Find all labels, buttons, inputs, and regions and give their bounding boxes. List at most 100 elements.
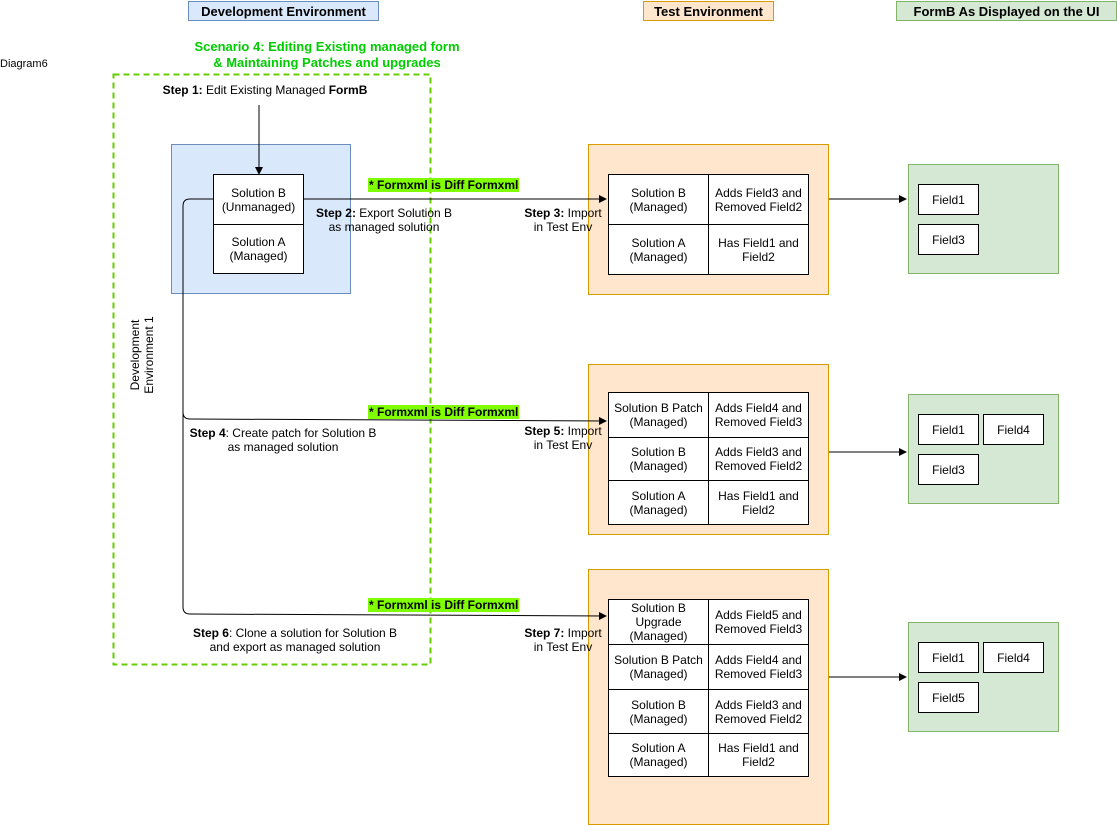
ui2-field1: Field1	[918, 414, 979, 445]
step6-line2: and export as managed solution	[209, 640, 381, 654]
test3-solution-a[interactable]: Solution A(Managed)	[608, 733, 709, 777]
test1-row1-l2: (Managed)	[629, 199, 688, 214]
ui2-field4: Field4	[983, 414, 1044, 445]
step7-line2: in Test Env	[533, 640, 593, 654]
test3-row4-l2: (Managed)	[629, 755, 688, 769]
test2-solution-a[interactable]: Solution A(Managed)	[608, 480, 709, 525]
test2-row2-l1: Solution B	[631, 445, 686, 459]
step4-label: Step 4: Create patch for Solution B as m…	[186, 426, 380, 454]
patch-branch-line	[182, 198, 607, 425]
ui-panel-1	[908, 164, 1059, 274]
test3-row3-d1: Adds Field3 and	[715, 697, 802, 712]
test1-solution-a[interactable]: Solution A(Managed)	[608, 224, 709, 275]
test1-row1-d2: Removed Field2	[714, 199, 803, 214]
test3-row2-d1: Adds Field4 and	[715, 653, 802, 667]
step3-bold: Step 3:	[524, 206, 565, 220]
test3-row1-l1: Solution B	[631, 601, 686, 615]
scenario-title-line2: & Maintaining Patches and upgrades	[213, 55, 441, 70]
step4-bold: Step 4	[189, 426, 226, 440]
ui-header: FormB As Displayed on the UI	[896, 1, 1117, 21]
test2-row2-d2: Removed Field2	[714, 459, 803, 473]
scenario-title: Scenario 4: Editing Existing managed for…	[170, 39, 484, 71]
test3-row1-d2: Removed Field3	[714, 622, 803, 636]
test1-row2-d2: Field2	[742, 249, 775, 264]
clone-branch-line	[182, 412, 607, 620]
ui3-field4: Field4	[983, 642, 1044, 673]
test3-row1-l2: Upgrade	[635, 615, 682, 629]
test2-solution-b[interactable]: Solution B(Managed)	[608, 437, 709, 481]
test1-solution-b[interactable]: Solution B(Managed)	[608, 174, 709, 225]
step6-text: : Clone a solution for Solution B	[228, 626, 398, 640]
test3-row3-l1: Solution B	[631, 697, 686, 712]
ui2-field3: Field3	[918, 454, 979, 485]
dev-solution-a-cell[interactable]: Solution A(Managed)	[213, 224, 304, 274]
test-env-header: Test Environment	[643, 1, 774, 21]
test3-row4-d2: Field2	[742, 755, 775, 769]
dev-env-vertical-label: Development Environment 1	[128, 300, 158, 410]
test3-row2-d2: Removed Field3	[714, 667, 803, 681]
ui-panel-2	[908, 394, 1059, 504]
step7-text: Import	[564, 626, 602, 640]
step2-line2: as managed solution	[328, 220, 440, 234]
diff-note-3: * Formxml is Diff Formxml	[368, 598, 520, 612]
dev-env-header: Development Environment	[188, 1, 379, 21]
test2-row2-d1: Adds Field3 and	[715, 445, 802, 459]
dev-env-boundary	[112, 73, 432, 666]
step4-text: : Create patch for Solution B	[225, 426, 377, 440]
step5-label: Step 5: Import in Test Env	[520, 424, 606, 452]
step3-label: Step 3: Import in Test Env	[520, 206, 606, 234]
dev-solution-b-cell[interactable]: Solution B(Unmanaged)	[213, 174, 304, 225]
step2-text: Export Solution B	[355, 206, 453, 220]
test3-row4-d1: Has Field1 and	[718, 741, 799, 755]
test2-row1-d1: Adds Field4 and	[715, 401, 802, 415]
test3-row2-l1: Solution B Patch	[614, 653, 703, 667]
ui1-field1: Field1	[918, 184, 979, 215]
diagram-label: Diagram6	[0, 58, 48, 70]
dev-env-label-line1: Development	[128, 319, 142, 391]
step4-line2: as managed solution	[227, 440, 339, 454]
test2-row1-l1: Solution B Patch	[614, 401, 703, 415]
test1-row2-l1: Solution A	[631, 235, 686, 250]
step2-label: Step 2: Export Solution B as managed sol…	[310, 206, 458, 234]
test1-row1-d1: Adds Field3 and	[715, 185, 802, 200]
test3-row4-l1: Solution A	[631, 741, 686, 755]
test3-row2-l2: (Managed)	[629, 667, 688, 681]
test2-row2-l2: (Managed)	[629, 459, 688, 473]
step3-line2: in Test Env	[533, 220, 593, 234]
step7-bold: Step 7:	[524, 626, 565, 640]
test3-row3-d2: Removed Field2	[714, 711, 803, 726]
test1-row2-d1: Has Field1 and	[718, 235, 799, 250]
test3-row1-d1: Adds Field5 and	[715, 608, 802, 622]
test1-row2-l2: (Managed)	[629, 249, 688, 264]
diff-note-1: * Formxml is Diff Formxml	[368, 178, 520, 192]
test3-row1-l3: (Managed)	[629, 629, 688, 643]
scenario-title-line1: Scenario 4: Editing Existing managed for…	[194, 39, 460, 54]
step2-bold: Step 2:	[315, 206, 356, 220]
test1-row1-l1: Solution B	[631, 185, 686, 200]
test2-row3-l1: Solution A	[631, 488, 686, 503]
test3-solution-b-patch[interactable]: Solution B Patch(Managed)	[608, 644, 709, 690]
dev-env-label-line2: Environment 1	[142, 316, 156, 394]
ui-panel-3	[908, 622, 1059, 732]
test3-solution-b[interactable]: Solution B(Managed)	[608, 689, 709, 734]
step1-text: Edit Existing Managed	[202, 83, 329, 97]
dev-solution-a-line2: (Managed)	[229, 249, 288, 263]
test2-solution-b-patch[interactable]: Solution B Patch(Managed)	[608, 392, 709, 438]
dev-solution-a-line1: Solution A	[231, 235, 286, 249]
test3-row3-l2: (Managed)	[629, 711, 688, 726]
test2-row3-d2: Field2	[742, 502, 775, 517]
step5-bold: Step 5:	[524, 424, 565, 438]
step1-bold-formb: FormB	[328, 83, 368, 97]
step5-text: Import	[564, 424, 602, 438]
test2-row3-d1: Has Field1 and	[718, 488, 799, 503]
